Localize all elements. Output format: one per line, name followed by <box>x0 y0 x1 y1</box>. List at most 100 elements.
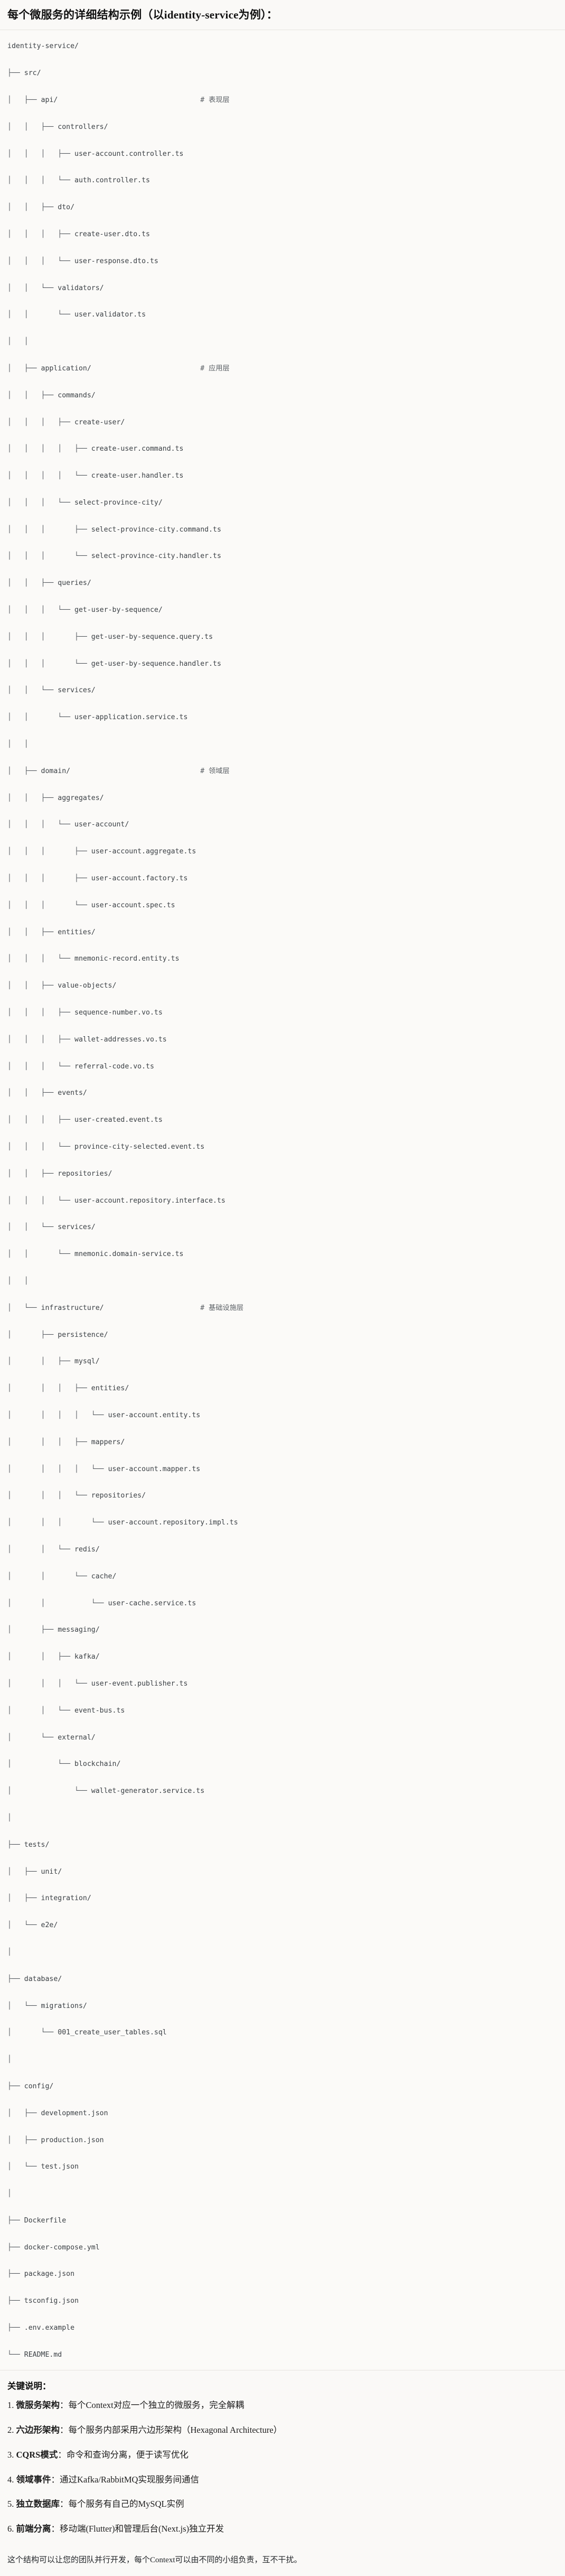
tree-row: │ │ │ ├── get-user-by-sequence.query.ts <box>7 630 558 644</box>
tree-node-label: services/ <box>58 1223 96 1232</box>
tree-branch-glyph: │ │ └── <box>7 713 75 722</box>
tree-row: │ │ │ └── mnemonic-record.entity.ts <box>7 952 558 965</box>
tree-branch-glyph: │ │ │ │ └── <box>7 472 91 480</box>
tree-branch-glyph: ├── <box>7 2216 24 2225</box>
key-note-description: 每个服务有自己的MySQL实例 <box>68 2499 184 2509</box>
tree-row: │ │ │ └── referral-code.vo.ts <box>7 1060 558 1073</box>
tree-node-label: create-user.dto.ts <box>74 230 150 238</box>
key-note-index: 1. <box>7 2400 16 2411</box>
tree-node-label: api/ <box>41 96 58 104</box>
tree-node-label: get-user-by-sequence/ <box>74 606 163 615</box>
tree-node-label: entities/ <box>91 1384 129 1393</box>
tree-branch-glyph: │ │ <box>7 740 29 749</box>
tree-row: │ │ ├── value-objects/ <box>7 979 558 992</box>
tree-node-label: tests/ <box>24 1840 50 1849</box>
tree-branch-glyph: │ │ │ └── <box>7 1679 91 1688</box>
tree-branch-glyph: │ │ ├── <box>7 579 58 588</box>
tree-row: │ │ └── event-bus.ts <box>7 1704 558 1717</box>
tree-branch-glyph: │ │ └── <box>7 686 58 695</box>
tree-row: │ │ │ ├── sequence-number.vo.ts <box>7 1006 558 1019</box>
tree-branch-glyph: │ │ │ └── <box>7 821 75 829</box>
tree-node-label: identity-service/ <box>7 42 79 51</box>
key-note-term: 独立数据库 <box>16 2499 60 2509</box>
tree-branch-glyph: │ │ └── <box>7 284 58 292</box>
tree-node-label: user-account.entity.ts <box>108 1411 201 1419</box>
key-note-separator: ： <box>60 2425 69 2435</box>
tree-branch-glyph: │ │ │ ├── <box>7 418 75 426</box>
tree-branch-glyph: │ │ │ └── <box>7 659 91 668</box>
tree-node-label: value-objects/ <box>58 982 117 990</box>
tree-row: ├── tests/ <box>7 1838 558 1852</box>
tree-branch-glyph: │ ├── <box>7 1867 41 1876</box>
key-note-term: 六边形架构 <box>16 2425 60 2435</box>
tree-branch-glyph: │ │ │ │ └── <box>7 1465 108 1473</box>
tree-row: │ │ <box>7 738 558 751</box>
tree-branch-glyph: │ │ │ └── <box>7 552 91 561</box>
tree-branch-glyph: │ ├── <box>7 2136 41 2144</box>
tree-node-label: tsconfig.json <box>24 2297 79 2305</box>
tree-branch-glyph: │ <box>7 1814 12 1822</box>
key-note-separator: ： <box>58 2449 67 2460</box>
tree-node-label: unit/ <box>41 1867 62 1876</box>
tree-branch-glyph: │ │ │ ├── <box>7 1438 91 1446</box>
tree-node-label: config/ <box>24 2082 54 2090</box>
tree-branch-glyph: │ │ │ └── <box>7 1519 108 1527</box>
tree-node-label: README.md <box>24 2350 62 2359</box>
tree-branch-glyph: │ │ │ ├── <box>7 1384 91 1393</box>
tree-row: ├── database/ <box>7 1973 558 1986</box>
tree-node-label: .env.example <box>24 2324 75 2332</box>
tree-row: │ │ │ └── auth.controller.ts <box>7 174 558 187</box>
tree-branch-glyph: │ ├── <box>7 1626 58 1634</box>
directory-tree-section: identity-service/ ├── src/ │ ├── api/ # … <box>0 30 565 2370</box>
tree-row: │ │ ├── repositories/ <box>7 1167 558 1180</box>
tree-row: │ ├── messaging/ <box>7 1623 558 1636</box>
tree-row: ├── .env.example <box>7 2321 558 2335</box>
tree-node-label: user-account.repository.interface.ts <box>74 1196 225 1205</box>
tree-branch-glyph: │ │ │ ├── <box>7 848 91 856</box>
tree-node-label: user-account.spec.ts <box>91 901 175 909</box>
tree-node-label: aggregates/ <box>58 794 104 802</box>
tree-comment-spacer <box>104 1304 201 1312</box>
tree-row: │ │ │ └── user-event.publisher.ts <box>7 1677 558 1690</box>
tree-node-label: persistence/ <box>58 1331 108 1339</box>
key-note-index: 2. <box>7 2425 16 2435</box>
tree-row: │ <box>7 2053 558 2066</box>
tree-node-label: user-account.controller.ts <box>74 150 184 158</box>
tree-row: │ └── test.json <box>7 2160 558 2173</box>
tree-branch-glyph: │ └── <box>7 2002 41 2010</box>
key-note-description: 移动端(Flutter)和管理后台(Next.js)独立开发 <box>60 2524 224 2534</box>
tree-node-label: commands/ <box>58 391 96 399</box>
tree-row: ├── docker-compose.yml <box>7 2241 558 2254</box>
tree-row: │ └── migrations/ <box>7 2000 558 2013</box>
tree-branch-glyph: │ └── <box>7 1304 41 1312</box>
tree-row: ├── package.json <box>7 2267 558 2281</box>
tree-row: │ │ │ │ └── create-user.handler.ts <box>7 469 558 482</box>
tree-branch-glyph: │ └── <box>7 2163 41 2171</box>
tree-node-label: user-account.aggregate.ts <box>91 848 196 856</box>
tree-branch-glyph: ├── <box>7 1975 24 1983</box>
tree-branch-glyph: │ │ ├── <box>7 391 58 399</box>
key-note-description: 每个服务内部采用六边形架构（Hexagonal Architecture） <box>68 2425 282 2435</box>
tree-branch-glyph: │ │ ├── <box>7 928 58 936</box>
key-note-term: 前端分离 <box>16 2524 51 2534</box>
tree-node-label: infrastructure/ <box>41 1304 104 1312</box>
tree-row: │ │ ├── kafka/ <box>7 1650 558 1663</box>
tree-row: └── README.md <box>7 2348 558 2361</box>
tree-node-label: dto/ <box>58 203 75 212</box>
tree-branch-glyph: │ │ └── <box>7 1599 108 1607</box>
tree-node-label: events/ <box>58 1089 87 1098</box>
key-note-term: CQRS模式 <box>16 2449 58 2460</box>
tree-row: │ │ │ ├── user-account.controller.ts <box>7 147 558 161</box>
tree-row: │ <box>7 2187 558 2200</box>
footer-text: 这个结构可以让您的团队并行开发，每个Context可以由不同的小组负责，互不干扰… <box>7 2555 302 2564</box>
tree-row: │ ├── domain/ # 领域层 <box>7 765 558 778</box>
tree-row: │ ├── production.json <box>7 2134 558 2147</box>
key-note-index: 3. <box>7 2449 16 2460</box>
tree-layer-comment: # 领域层 <box>200 767 230 775</box>
tree-branch-glyph: │ ├── <box>7 1894 41 1903</box>
tree-branch-glyph: │ │ ├── <box>7 203 58 212</box>
tree-row: │ │ │ ├── create-user/ <box>7 416 558 429</box>
tree-branch-glyph: │ │ │ └── <box>7 176 75 185</box>
